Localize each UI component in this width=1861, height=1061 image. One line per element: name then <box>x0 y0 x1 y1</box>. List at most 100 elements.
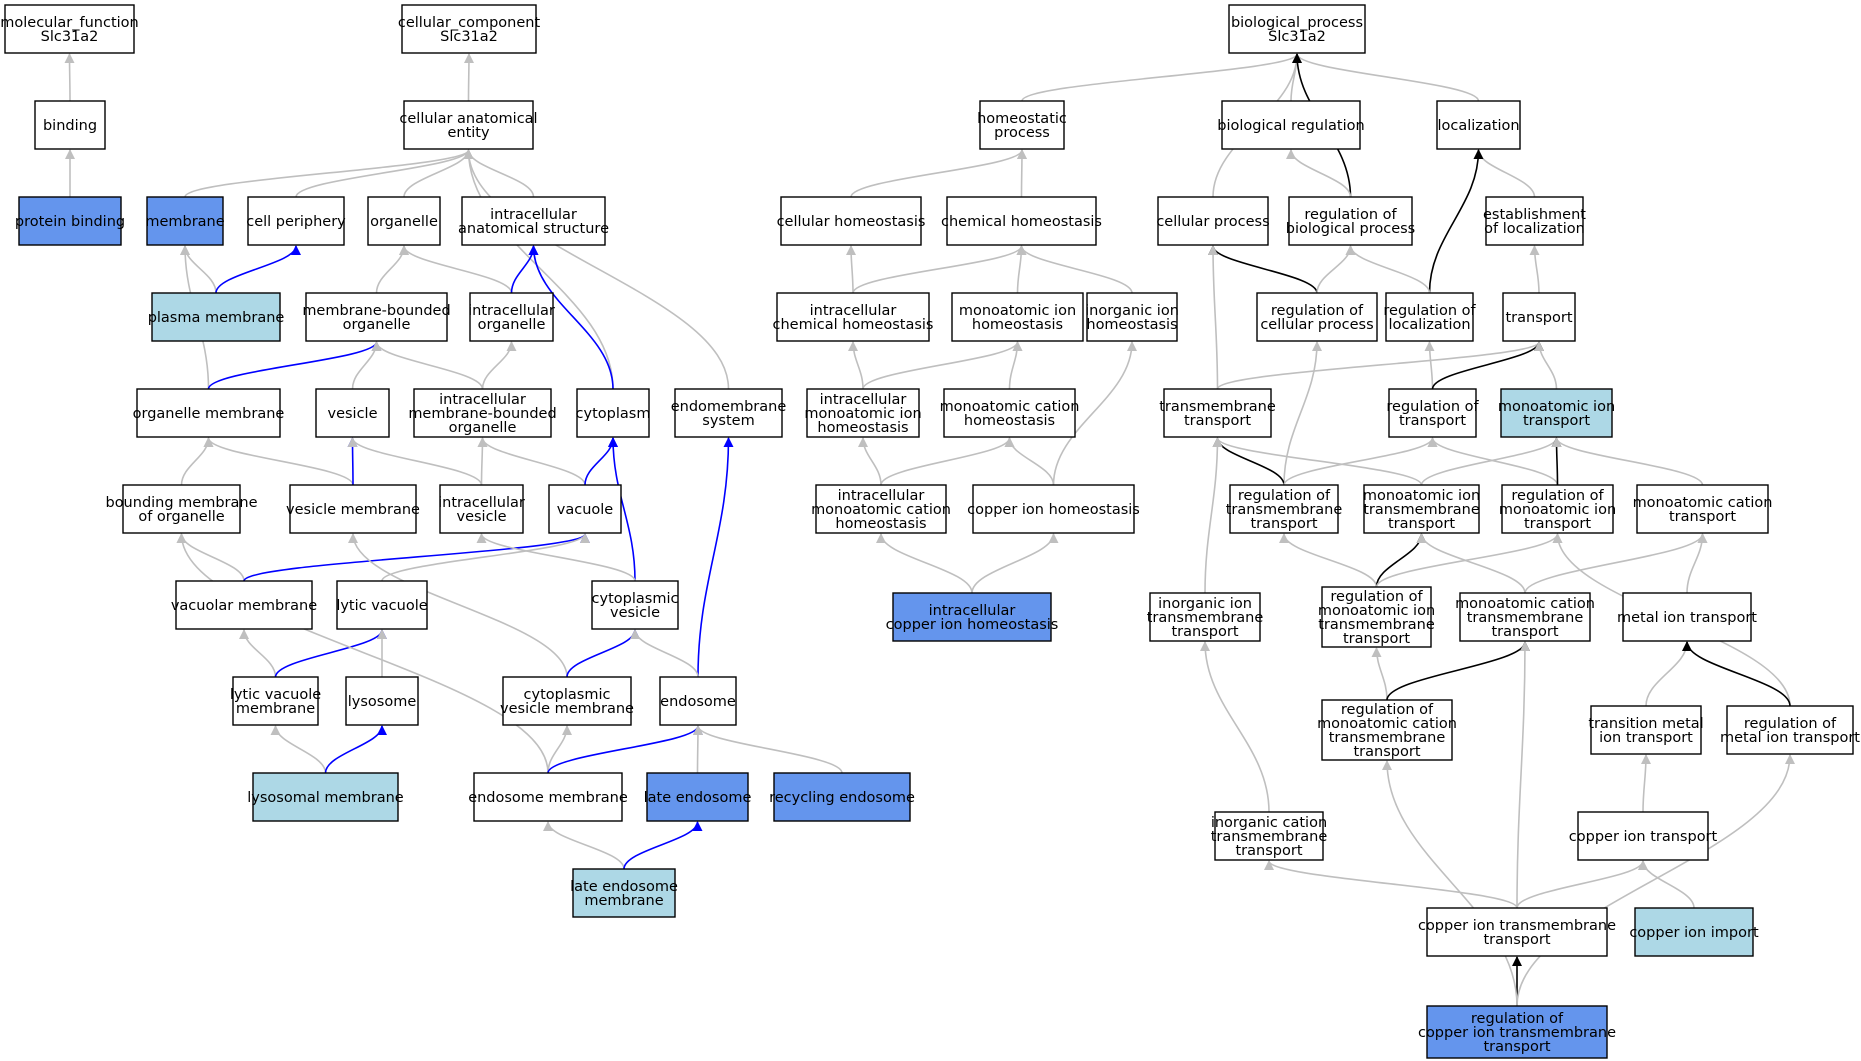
edge-is-a <box>1204 437 1223 594</box>
go-term-node-copper-transport[interactable]: copper ion transport <box>1569 811 1718 861</box>
go-term-node-copper-homeo[interactable]: copper ion homeostasis <box>967 484 1140 534</box>
term-label-line: cytoplasm <box>576 406 651 422</box>
term-label-line: metal ion transport <box>1720 730 1860 746</box>
term-label-line: transport <box>1484 932 1551 948</box>
go-term-node-bio-reg[interactable]: biological regulation <box>1217 100 1365 150</box>
term-label-line: membrane <box>584 893 663 909</box>
go-term-node-cell-periphery[interactable]: cell periphery <box>246 196 346 246</box>
term-box <box>979 100 1065 150</box>
go-term-node-membrane[interactable]: membrane <box>145 196 225 246</box>
go-term-node-localization[interactable]: localization <box>1436 100 1521 150</box>
term-box <box>806 388 920 438</box>
go-term-node-recycling-endosome[interactable]: recycling endosome <box>769 772 915 822</box>
term-box <box>367 196 441 246</box>
term-box <box>815 484 947 534</box>
edge-is-a <box>1382 760 1518 1007</box>
go-term-node-chem-homeo[interactable]: chemical homeostasis <box>941 196 1102 246</box>
term-label-line: protein binding <box>15 214 125 230</box>
go-term-node-org-membrane[interactable]: organelle membrane <box>133 388 285 438</box>
go-term-node-vac-membrane[interactable]: vacuolar membrane <box>171 580 317 630</box>
go-term-node-late-endosome[interactable]: late endosome <box>644 772 752 822</box>
go-term-node-plasma-membrane[interactable]: plasma membrane <box>148 292 285 342</box>
go-term-node-cell-homeo[interactable]: cellular homeostasis <box>777 196 926 246</box>
go-term-node-lys-membrane[interactable]: lysosomal membrane <box>247 772 404 822</box>
go-term-node-cytoplasm[interactable]: cytoplasm <box>576 388 651 438</box>
edge-is-a <box>477 437 586 486</box>
go-term-node-endosome[interactable]: endosome <box>659 676 737 726</box>
edge-is-a <box>1516 754 1795 1007</box>
go-term-node-vacuole[interactable]: vacuole <box>548 484 622 534</box>
term-label-line: copper ion transmembrane <box>1418 918 1616 934</box>
go-term-node-transport[interactable]: transport <box>1502 292 1576 342</box>
edge-is-a <box>1427 437 1559 486</box>
go-term-node-organelle[interactable]: organelle <box>367 196 441 246</box>
term-label-line: ion transport <box>1599 730 1693 746</box>
term-label-line: monoatomic ion <box>1318 603 1435 619</box>
edge-is-a <box>971 533 1059 594</box>
go-term-node-cell-process[interactable]: cellular process <box>1156 196 1270 246</box>
edge-is-a <box>1516 860 1648 909</box>
edge-is-a <box>463 149 614 390</box>
term-box <box>18 196 122 246</box>
edge-is-a <box>547 725 572 774</box>
go-term-node-binding[interactable]: binding <box>34 100 106 150</box>
go-term-node-lysosome[interactable]: lysosome <box>345 676 419 726</box>
go-term-node-metal-transport[interactable]: metal ion transport <box>1617 592 1757 642</box>
go-term-node-ves-membrane[interactable]: vesicle membrane <box>286 484 420 534</box>
term-label-line: transport <box>1399 413 1466 429</box>
term-label-line: copper ion transport <box>1569 829 1718 845</box>
term-label-line: localization <box>1437 118 1519 134</box>
go-term-node-vesicle[interactable]: vesicle <box>315 388 390 438</box>
go-term-node-copper-import[interactable]: copper ion import <box>1629 907 1759 957</box>
go-term-node-protein-binding[interactable]: protein binding <box>15 196 125 246</box>
go-term-node-lytic-vacuole[interactable]: lytic vacuole <box>336 580 428 630</box>
term-label-line: cytoplasmic <box>524 687 611 703</box>
term-box <box>1228 4 1366 54</box>
edge-is-a <box>1052 341 1137 486</box>
go-term-node-endo-membrane[interactable]: endosome membrane <box>468 772 628 822</box>
